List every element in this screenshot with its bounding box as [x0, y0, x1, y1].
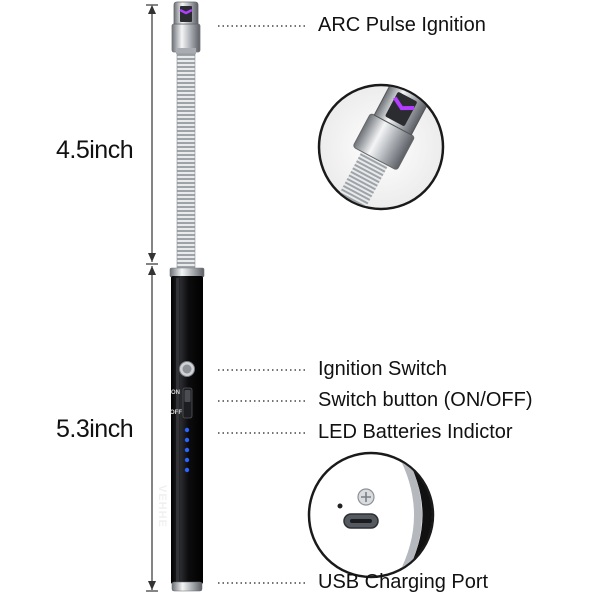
dimension-line-top: [146, 4, 158, 262]
lens-usb-closeup: [307, 451, 435, 579]
dimension-label-top: 4.5inch: [56, 136, 134, 164]
callout-arc-pulse-ignition: ARC Pulse Ignition: [318, 14, 486, 36]
led-indicators: [184, 427, 190, 473]
switch-on-label: ON: [171, 390, 180, 396]
dimension-label-bottom: 5.3inch: [56, 415, 134, 443]
led-dot: [184, 437, 190, 443]
switch-off-label: OFF: [170, 410, 182, 416]
brand-logo-text: VEHHE: [156, 485, 168, 528]
flexible-neck: [176, 53, 196, 271]
led-dot: [184, 427, 190, 433]
led-dot: [184, 467, 190, 473]
arc-ignition-head: [171, 1, 201, 54]
dimension-line-bottom: [146, 263, 158, 592]
led-dot: [184, 457, 190, 463]
callout-switch-button: Switch button (ON/OFF): [318, 389, 533, 411]
callout-ignition-switch: Ignition Switch: [318, 358, 447, 380]
callout-usb-charging-port: USB Charging Port: [318, 571, 489, 593]
lighter-body: [171, 276, 203, 592]
callout-led-indicator: LED Batteries Indictor: [318, 421, 513, 443]
on-off-switch: [182, 387, 193, 419]
metal-collar: [169, 267, 205, 278]
leader-lines: [218, 25, 305, 584]
lens-ignition-closeup: [317, 83, 445, 211]
ignition-switch: [179, 361, 195, 377]
led-dot: [184, 447, 190, 453]
